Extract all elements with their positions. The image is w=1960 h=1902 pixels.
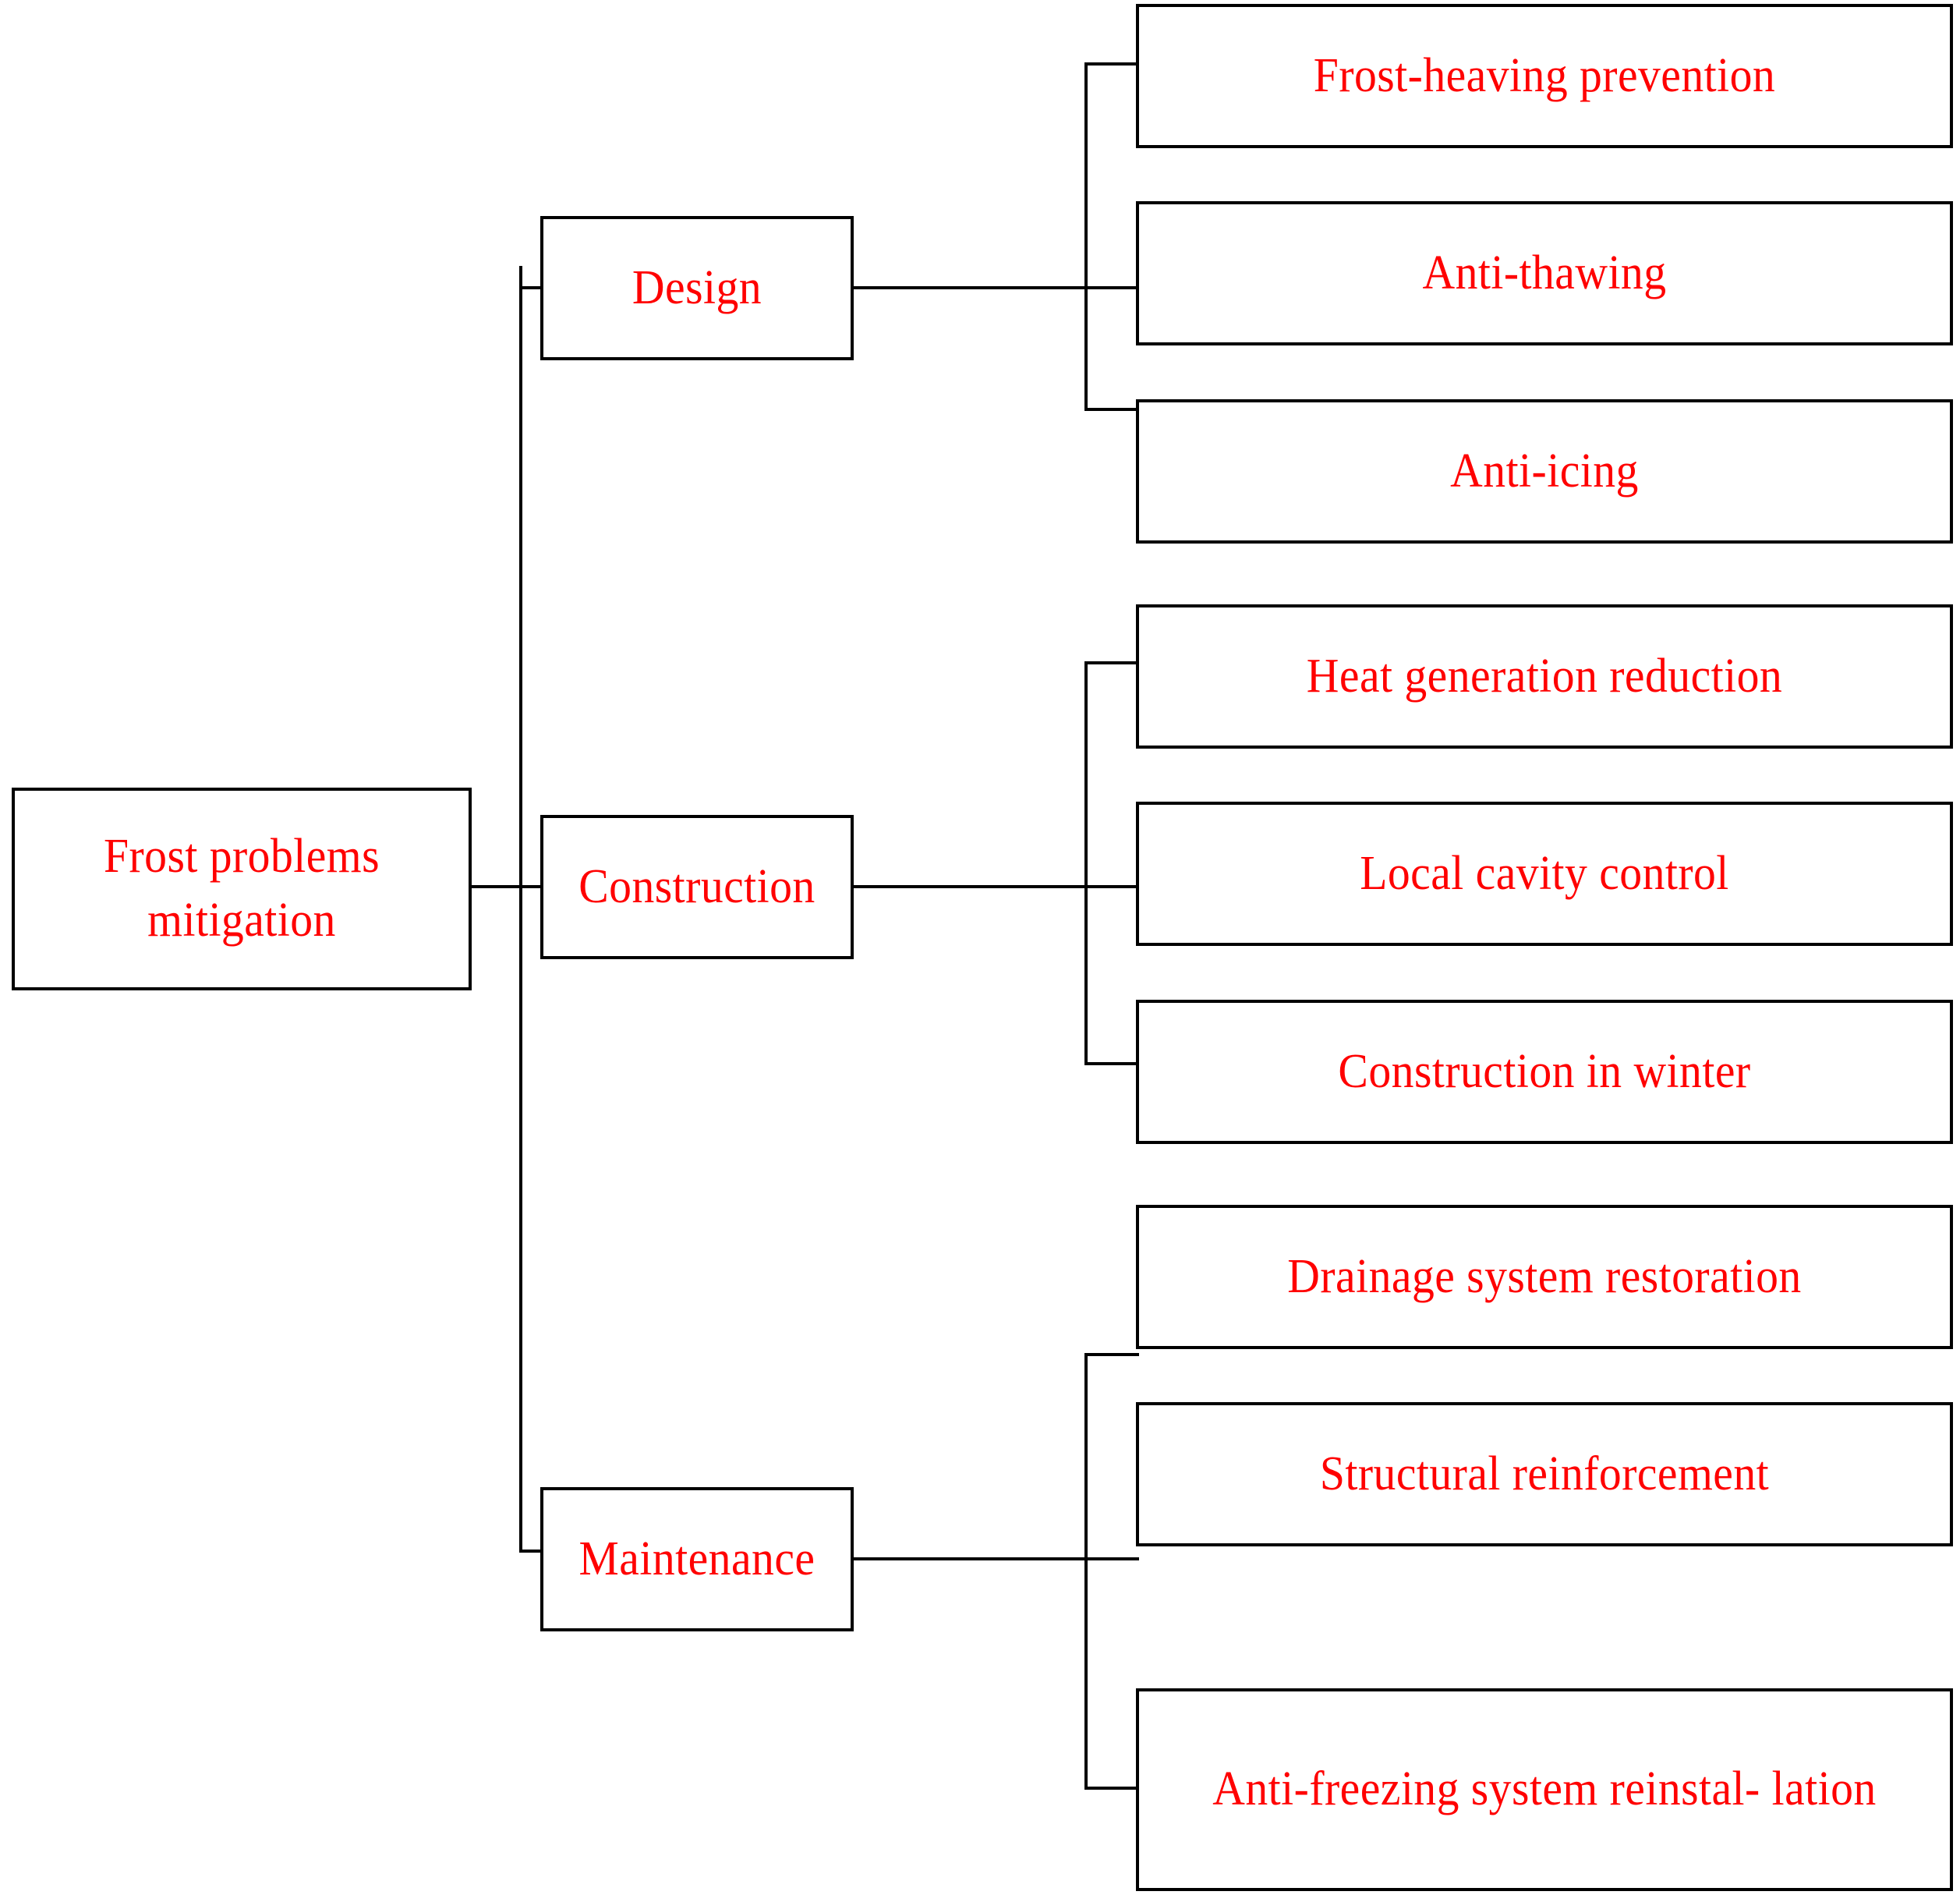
connector-trunk-to-construction [519, 885, 543, 888]
connector-trunk-to-design [519, 286, 543, 289]
leaf-node-construction-in-winter[interactable]: Construction in winter [1136, 1000, 1953, 1144]
leaf-node-structural-reinforcement[interactable]: Structural reinforcement [1136, 1402, 1953, 1546]
leaf-node-construction-in-winter-label: Construction in winter [1338, 1044, 1751, 1098]
leaf-node-anti-icing[interactable]: Anti-icing [1136, 399, 1953, 544]
leaf-node-local-cavity-control[interactable]: Local cavity control [1136, 802, 1953, 946]
leaf-node-anti-freezing-system-reinstallation[interactable]: Anti-freezing system reinstal- lation [1136, 1688, 1953, 1891]
root-node-label: Frost problems mitigation [103, 830, 380, 947]
branch-node-design-label: Design [632, 260, 762, 314]
branch-node-construction[interactable]: Construction [540, 815, 854, 959]
connector-construction-stub [854, 885, 1088, 888]
leaf-node-heat-generation-reduction[interactable]: Heat generation reduction [1136, 604, 1953, 749]
root-node-frost-problems-mitigation[interactable]: Frost problems mitigation [12, 788, 472, 990]
branch-node-construction-label: Construction [578, 859, 815, 913]
connector-main-trunk [519, 266, 522, 1553]
leaf-node-anti-icing-label: Anti-icing [1450, 444, 1639, 498]
connector-maintenance-child-1 [1084, 1353, 1139, 1356]
connector-root-to-trunk [472, 885, 522, 888]
leaf-node-drainage-system-restoration-label: Drainage system restoration [1287, 1249, 1802, 1303]
connector-construction-child-1 [1084, 661, 1139, 664]
leaf-node-heat-generation-reduction-label: Heat generation reduction [1306, 649, 1783, 703]
leaf-node-frost-heaving-prevention[interactable]: Frost-heaving prevention [1136, 4, 1953, 148]
leaf-node-anti-freezing-system-reinstallation-label: Anti-freezing system reinstal- lation [1212, 1762, 1877, 1816]
leaf-node-structural-reinforcement-label: Structural reinforcement [1319, 1447, 1770, 1500]
leaf-node-frost-heaving-prevention-label: Frost-heaving prevention [1313, 48, 1776, 102]
branch-node-maintenance-label: Maintenance [578, 1532, 815, 1585]
leaf-node-local-cavity-control-label: Local cavity control [1360, 846, 1729, 900]
connector-design-child-1 [1084, 62, 1139, 66]
connector-maintenance-trunk [1084, 1353, 1088, 1790]
leaf-node-anti-thawing[interactable]: Anti-thawing [1136, 201, 1953, 345]
connector-construction-child-2 [1084, 885, 1139, 888]
connector-design-trunk [1084, 62, 1088, 411]
leaf-node-drainage-system-restoration[interactable]: Drainage system restoration [1136, 1205, 1953, 1349]
branch-node-maintenance[interactable]: Maintenance [540, 1487, 854, 1631]
connector-construction-child-3 [1084, 1062, 1139, 1065]
connector-design-stub [854, 286, 1088, 289]
connector-design-child-3 [1084, 408, 1139, 411]
branch-node-design[interactable]: Design [540, 216, 854, 360]
connector-design-child-2 [1084, 286, 1139, 289]
connector-maintenance-child-2 [1084, 1557, 1139, 1560]
connector-construction-trunk [1084, 661, 1088, 1065]
connector-maintenance-child-3 [1084, 1787, 1139, 1790]
connector-maintenance-stub [854, 1557, 1088, 1560]
leaf-node-anti-thawing-label: Anti-thawing [1422, 246, 1667, 299]
